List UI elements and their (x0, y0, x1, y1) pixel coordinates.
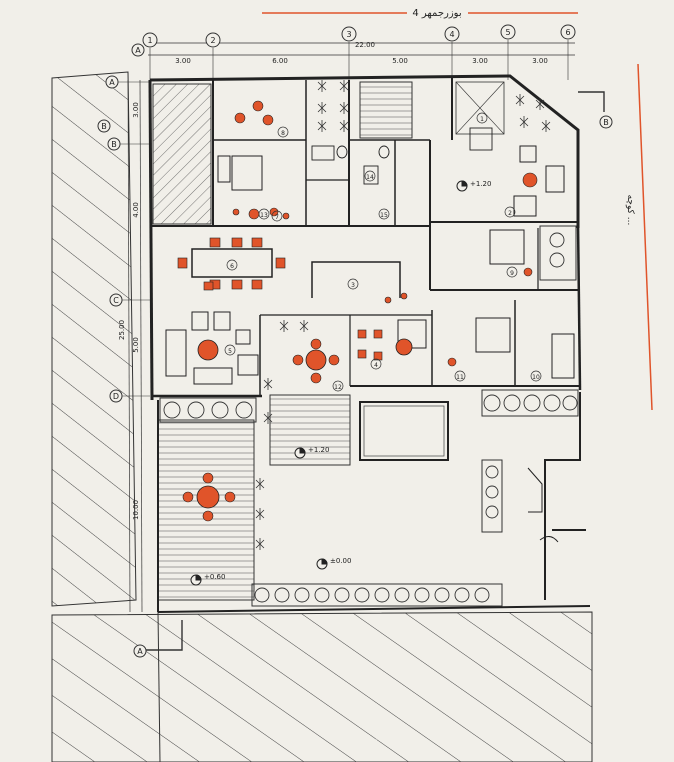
dining-table (191, 248, 273, 278)
plant-shrubs (163, 232, 578, 603)
top-title: بوزرجمهر 4 (262, 8, 578, 19)
yard-wall-bottom (157, 605, 591, 613)
grid-label-right-b: B (603, 118, 609, 127)
planter-bottom (251, 583, 503, 607)
round-table-family (395, 338, 413, 356)
dim-top-span-5: 3.00 (532, 57, 548, 65)
bathroom-fixtures (311, 127, 493, 185)
dim-left-span-4: 10.00 (132, 500, 140, 520)
secondary-staircase (359, 81, 413, 139)
room-number-14: 10 (532, 374, 540, 381)
grid-label-left-c: C (113, 296, 119, 305)
pool (359, 401, 449, 461)
dim-top-span-2: 6.00 (272, 57, 288, 65)
street-name-side: کوچه ... (625, 195, 635, 226)
round-table-terrace (182, 472, 236, 522)
room-number-2: 7 (275, 214, 279, 221)
room-number-11: 12 (334, 384, 342, 391)
dim-top-span-3: 5.00 (392, 57, 408, 65)
living-table (197, 339, 219, 361)
level-marker-icons (190, 180, 468, 586)
grid-label-top-4: 4 (449, 30, 454, 39)
grid-label-top-6: 6 (565, 28, 570, 37)
neighbor-lot-left (51, 71, 137, 607)
room-number-9: 5 (228, 348, 232, 355)
grid-label-top-2: 2 (210, 36, 215, 45)
room-number-13: 9 (510, 270, 514, 277)
level-label-upper-right: +1.20 (470, 180, 491, 188)
planter-yard (481, 459, 503, 533)
room-number-15: 13 (260, 212, 268, 219)
terrace-deck (157, 419, 255, 601)
grid-label-left-a-top: A (135, 46, 141, 55)
grid-label-left-b1: B (101, 122, 107, 131)
room-number-markers (224, 112, 542, 392)
room-number-12: 11 (456, 374, 464, 381)
elevator-void (455, 81, 505, 135)
dim-top-total: 22.00 (355, 41, 375, 49)
grid-label-left-d: D (113, 392, 119, 401)
round-table-courtyard (292, 338, 340, 384)
room-number-4: 15 (380, 212, 388, 219)
courtyard-steps (269, 394, 351, 466)
dim-left-total: 25.00 (118, 320, 126, 340)
plant-fronds (255, 80, 551, 550)
dim-left-span-2: 4.00 (132, 202, 140, 218)
dim-top-span-4: 3.00 (472, 57, 488, 65)
dim-left-span-1: 3.00 (132, 102, 140, 118)
kitchen-counter (311, 261, 401, 298)
bedroom-furniture (217, 145, 575, 379)
living-room-furniture (165, 311, 259, 385)
side-title: کوچه ... (625, 63, 653, 411)
left-dimension-lines (127, 79, 143, 613)
entrance-door (527, 467, 586, 543)
grid-label-top-1: 1 (147, 36, 152, 45)
dim-top-span-1: 3.00 (175, 57, 191, 65)
room-number-8: 3 (351, 282, 355, 289)
level-label-courtyard: +1.20 (308, 446, 329, 454)
planter-right (481, 389, 579, 417)
room-number-3: 14 (366, 174, 374, 181)
family-chairs (357, 329, 383, 361)
dim-left-span-3: 5.00 (132, 337, 140, 353)
grid-label-top-5: 5 (505, 28, 510, 37)
dining-chairs (177, 237, 286, 291)
grid-axes-left (97, 43, 150, 403)
room-number-6: 2 (508, 210, 512, 217)
room-number-10: 4 (374, 362, 378, 369)
section-marker-a (133, 620, 183, 658)
planter-terrace (159, 397, 257, 423)
grid-label-bottom-a: A (137, 647, 143, 656)
level-label-yard: ±0.00 (330, 557, 351, 565)
room-number-5: 1 (480, 116, 484, 123)
main-staircase (152, 83, 212, 225)
planter-bedroom (539, 225, 577, 281)
accent-dots (232, 100, 538, 367)
property-line (157, 611, 161, 762)
yard-wall-right (544, 392, 581, 600)
grid-axes-top (142, 24, 576, 80)
grid-label-top-3: 3 (346, 30, 351, 39)
room-number-7: 6 (230, 263, 234, 270)
building-walls (148, 74, 582, 401)
neighbor-lot-bottom (51, 611, 593, 762)
room-number-1: 8 (281, 130, 285, 137)
level-label-terrace: +0.60 (204, 573, 225, 581)
grid-label-left-b2: B (111, 140, 117, 149)
grid-label-left-a: A (109, 78, 115, 87)
section-marker-b (578, 91, 613, 129)
street-name-top: بوزرجمهر 4 (412, 8, 461, 19)
